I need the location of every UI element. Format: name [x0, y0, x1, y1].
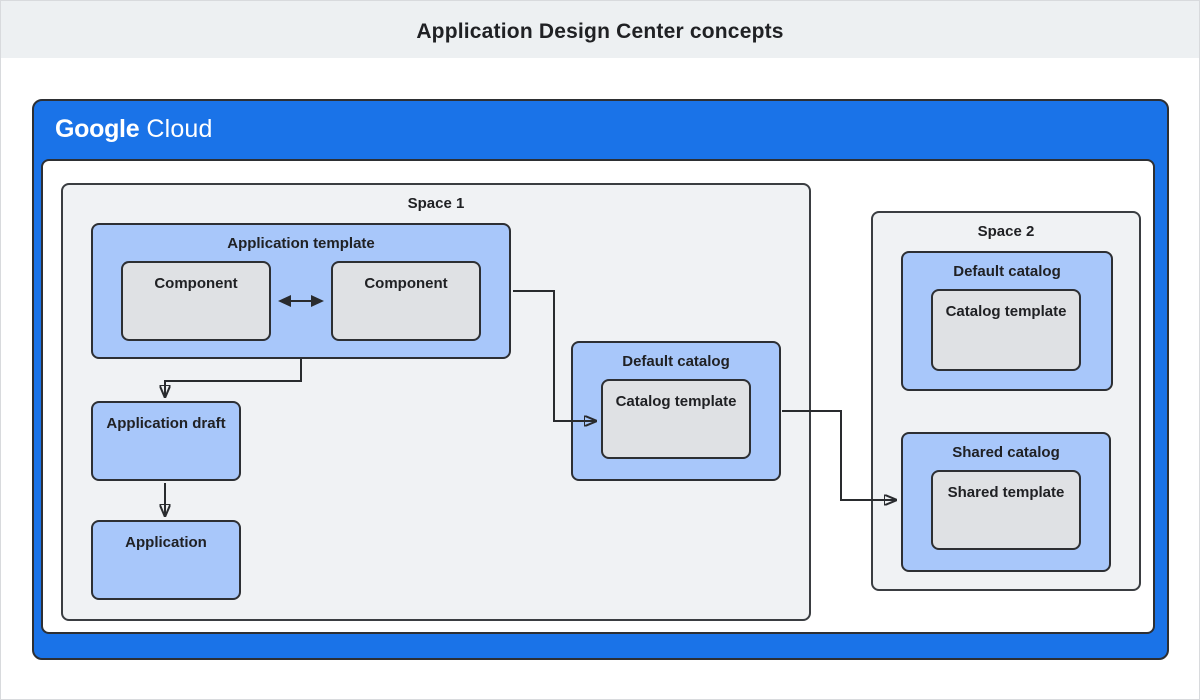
- application-template-label: Application template: [227, 235, 375, 252]
- component-left-box: Component: [121, 261, 271, 341]
- space2-shared-catalog-box: Shared catalog Shared template: [901, 432, 1111, 572]
- component-left-label: Component: [154, 275, 238, 292]
- space2-shared-template-label: Shared template: [947, 484, 1065, 501]
- page-title: Application Design Center concepts: [416, 19, 784, 43]
- space2-catalog-template-box: Catalog template: [931, 289, 1081, 371]
- space2-shared-template-box: Shared template: [931, 470, 1081, 550]
- space1-default-catalog-label: Default catalog: [622, 353, 730, 370]
- cloud-logo-text: Cloud: [146, 115, 213, 143]
- space1-catalog-template-box: Catalog template: [601, 379, 751, 459]
- space1-label: Space 1: [407, 195, 465, 212]
- application-box: Application: [91, 520, 241, 600]
- application-label: Application: [125, 534, 207, 551]
- space2-container: Space 2 Default catalog Catalog template…: [871, 211, 1141, 591]
- google-logo-text: Google: [55, 115, 140, 143]
- header-banner: Application Design Center concepts: [1, 1, 1199, 58]
- space2-catalog-template-label: Catalog template: [945, 303, 1067, 320]
- application-template-box: Application template Component Component: [91, 223, 511, 359]
- space2-label: Space 2: [977, 223, 1035, 240]
- component-right-box: Component: [331, 261, 481, 341]
- space2-default-catalog-label: Default catalog: [953, 263, 1061, 280]
- space1-container: Space 1 Application template Component C…: [61, 183, 811, 621]
- component-right-label: Component: [364, 275, 448, 292]
- space2-default-catalog-box: Default catalog Catalog template: [901, 251, 1113, 391]
- application-draft-label: Application draft: [106, 415, 226, 432]
- space1-default-catalog-box: Default catalog Catalog template: [571, 341, 781, 481]
- space1-catalog-template-label: Catalog template: [615, 393, 737, 410]
- application-draft-box: Application draft: [91, 401, 241, 481]
- space2-shared-catalog-label: Shared catalog: [952, 444, 1060, 461]
- project-panel: Space 1 Application template Component C…: [41, 159, 1155, 634]
